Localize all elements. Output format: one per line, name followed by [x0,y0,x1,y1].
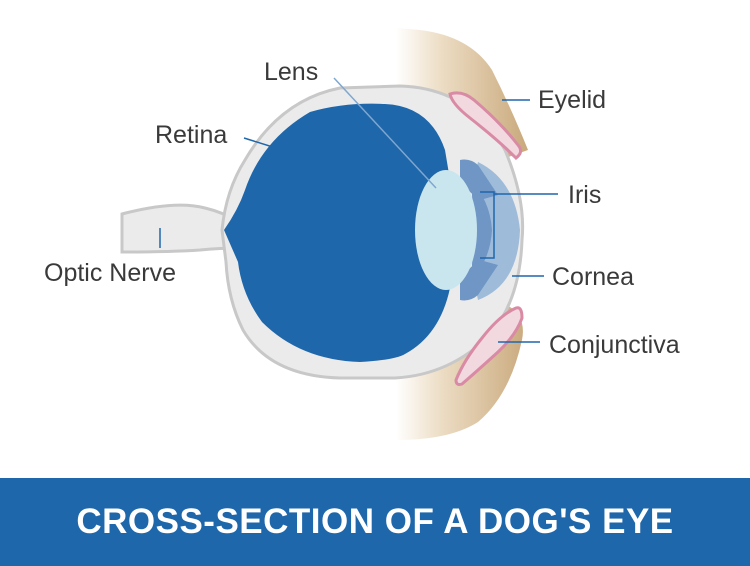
retina-leader-line [243,137,277,149]
lens-shape [415,170,477,290]
label-optic-nerve: Optic Nerve [44,259,176,287]
eyelid-upper-shape [448,91,523,160]
iris-lower-shape [460,260,498,301]
conjunctiva-shape [454,306,524,386]
lens-leader-line [333,77,437,189]
eye-cross-section-diagram: Lens Retina Optic Nerve Eyelid Iris Corn… [44,28,680,440]
label-lens: Lens [264,58,318,86]
label-cornea: Cornea [552,263,634,291]
iris-leader-bracket [480,191,558,259]
label-eyelid: Eyelid [538,86,606,114]
label-iris: Iris [568,181,601,209]
title-banner: CROSS-SECTION OF A DOG'S EYE [0,478,750,566]
iris-inner-shape [470,180,492,280]
eyeball-interior [224,103,450,363]
label-retina: Retina [155,121,227,149]
label-conjunctiva: Conjunctiva [549,331,680,359]
iris-upper-shape [460,159,498,200]
page-title: CROSS-SECTION OF A DOG'S EYE [76,502,674,541]
